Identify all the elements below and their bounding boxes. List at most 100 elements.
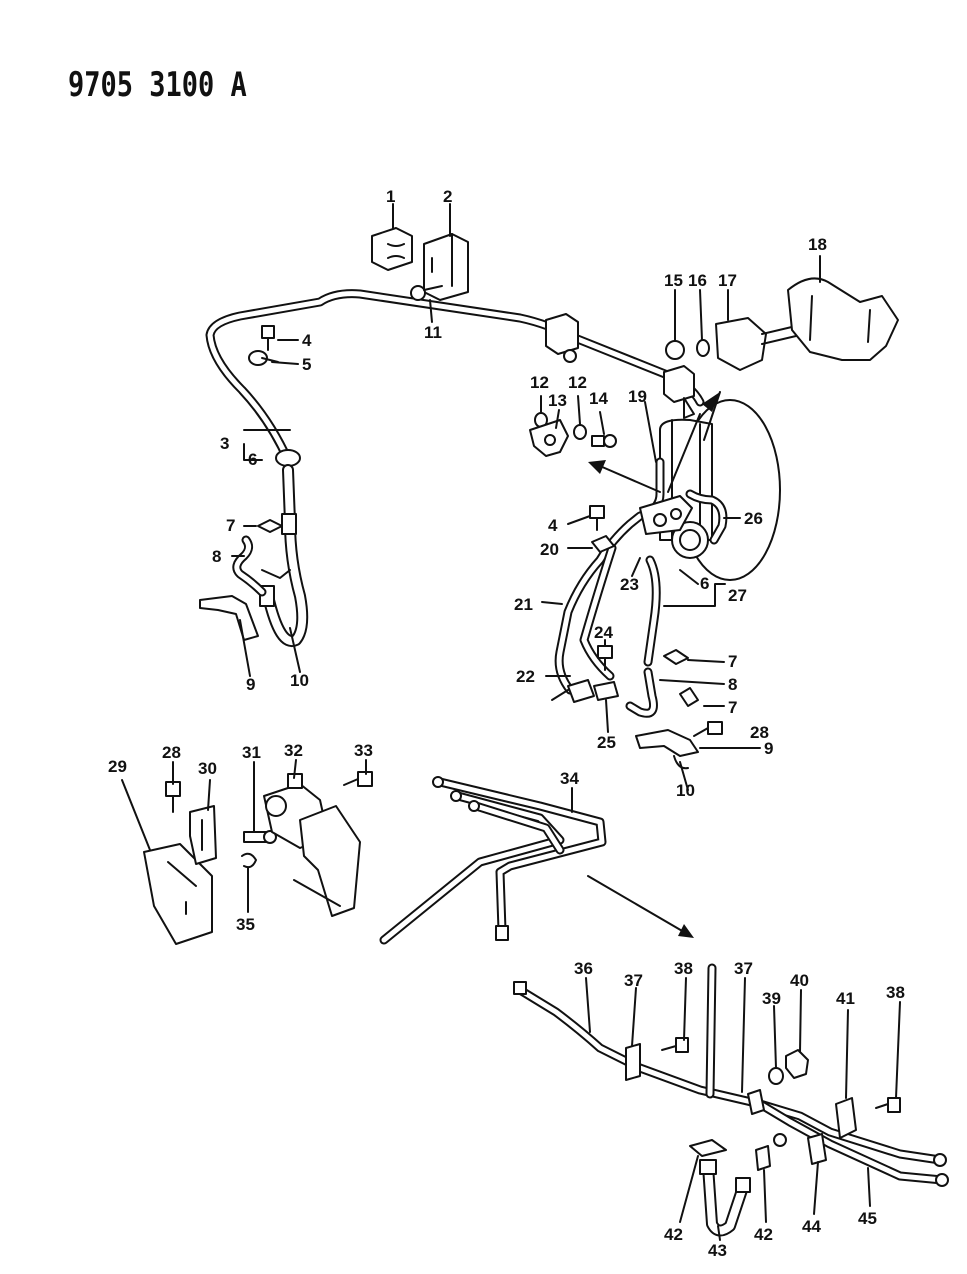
union-bracket-13 — [529, 419, 569, 457]
bolt-28-right — [693, 721, 723, 737]
callout-6: 6 — [248, 450, 257, 469]
callout-19: 19 — [628, 387, 647, 406]
callout-9: 9 — [764, 739, 773, 758]
callout-4: 4 — [302, 331, 312, 350]
callout-8: 8 — [212, 547, 221, 566]
clip-44 — [773, 1133, 827, 1165]
clip-37 — [625, 1043, 765, 1115]
callout-29: 29 — [108, 757, 127, 776]
master-cylinder-lines — [554, 457, 728, 695]
nut-15 — [665, 340, 685, 360]
callout-17: 17 — [718, 271, 737, 290]
callout-36: 36 — [574, 959, 593, 978]
bolt-14 — [591, 434, 617, 448]
clip-7c — [679, 687, 699, 707]
callout-41: 41 — [836, 989, 855, 1008]
rear-hose-43 — [699, 1159, 751, 1237]
cap-40 — [785, 1049, 809, 1079]
callout-42: 42 — [664, 1225, 683, 1244]
caliper-tube-left — [232, 535, 291, 597]
bolt-38-left — [661, 1037, 689, 1053]
callout-15: 15 — [664, 271, 683, 290]
callout-39: 39 — [762, 989, 781, 1008]
rear-brake-tube — [513, 981, 949, 1187]
callout-13: 13 — [548, 391, 567, 410]
bolt-38-right — [875, 1097, 901, 1113]
tube-clip — [371, 227, 413, 271]
callout-42: 42 — [754, 1225, 773, 1244]
callout-7: 7 — [728, 698, 737, 717]
caliper-tube-right — [625, 667, 658, 718]
callout-14: 14 — [589, 389, 608, 408]
callout-12: 12 — [530, 373, 549, 392]
callout-30: 30 — [198, 759, 217, 778]
callout-22: 22 — [516, 667, 535, 686]
hose-clip — [257, 519, 283, 533]
callout-21: 21 — [514, 595, 533, 614]
clip-42-left — [689, 1139, 727, 1157]
callout-44: 44 — [802, 1217, 821, 1236]
callout-labels: 1 2 3 4 5 6 7 8 9 10 11 12 12 13 14 15 1… — [108, 187, 905, 1260]
callout-12: 12 — [568, 373, 587, 392]
callout-4: 4 — [548, 516, 558, 535]
proportioning-valve — [639, 495, 693, 535]
callout-37: 37 — [734, 959, 753, 978]
callout-16: 16 — [688, 271, 707, 290]
direction-arrows — [588, 391, 721, 493]
mounting-bracket-left — [199, 595, 259, 641]
bolt-4-right — [589, 505, 605, 531]
callout-45: 45 — [858, 1209, 877, 1228]
callout-38: 38 — [674, 959, 693, 978]
callout-7: 7 — [728, 652, 737, 671]
bracket-18 — [787, 277, 899, 361]
callout-10: 10 — [676, 781, 695, 800]
callout-35: 35 — [236, 915, 255, 934]
callout-26: 26 — [744, 509, 763, 528]
hose-clip-7b — [663, 649, 689, 665]
callout-11: 11 — [424, 323, 442, 342]
callout-9: 9 — [246, 675, 255, 694]
callout-7: 7 — [226, 516, 235, 535]
diagram-code: 9705 3100 A — [68, 66, 247, 105]
vertical-tube-37 — [705, 963, 717, 1099]
callout-25: 25 — [597, 733, 616, 752]
clip-39 — [768, 1067, 784, 1085]
bolt-24 — [597, 645, 613, 671]
fitting-25 — [593, 681, 619, 701]
callout-38: 38 — [886, 983, 905, 1002]
clip-block — [545, 313, 695, 419]
main-brake-tube — [205, 289, 705, 465]
clip-42-right — [755, 1145, 771, 1171]
callout-2: 2 — [443, 187, 452, 206]
callout-40: 40 — [790, 971, 809, 990]
callout-20: 20 — [540, 540, 559, 559]
callout-31: 31 — [242, 743, 261, 762]
washer-16 — [696, 339, 710, 357]
clip-35 — [241, 852, 257, 869]
callout-27: 27 — [728, 586, 747, 605]
callout-37: 37 — [624, 971, 643, 990]
bolt-31 — [243, 830, 277, 844]
tube-bracket — [423, 233, 469, 301]
callout-28: 28 — [750, 723, 769, 742]
bolt-28-left — [165, 781, 181, 813]
tube-set-34 — [379, 776, 607, 945]
stopper-17 — [715, 317, 797, 371]
callout-33: 33 — [354, 741, 373, 760]
washer-12-right — [573, 424, 587, 440]
clip-20 — [591, 535, 615, 553]
callout-34: 34 — [560, 769, 579, 788]
callout-32: 32 — [284, 741, 303, 760]
callout-3: 3 — [220, 434, 229, 453]
brake-hose-left — [259, 449, 309, 647]
callout-10: 10 — [290, 671, 309, 690]
fitting-22 — [551, 679, 595, 703]
callout-1: 1 — [386, 187, 395, 206]
callout-24: 24 — [594, 623, 613, 642]
callout-6: 6 — [700, 574, 709, 593]
bolt — [410, 285, 443, 301]
callout-43: 43 — [708, 1241, 727, 1260]
callout-23: 23 — [620, 575, 639, 594]
